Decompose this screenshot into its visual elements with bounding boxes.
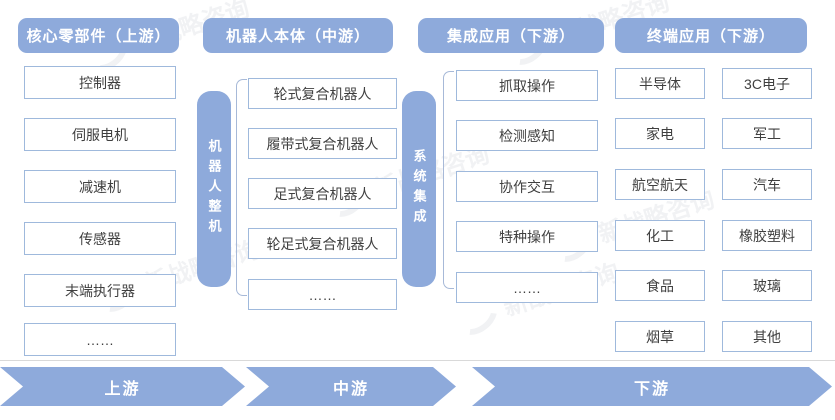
item-automotive: 汽车 [722,169,812,200]
item-wheeled-composite-robot: 轮式复合机器人 [248,78,397,109]
flow-arrow-downstream: 下游 [472,367,832,406]
item-ellipsis: …… [24,323,176,356]
header-end-application: 终端应用（下游） [615,18,807,53]
item-rubber-plastics: 橡胶塑料 [722,220,812,251]
item-aerospace: 航空航天 [615,169,705,200]
item-end-effector: 末端执行器 [24,274,176,307]
item-servo-motor: 伺服电机 [24,118,176,151]
item-ellipsis: …… [248,279,397,310]
bracket-robot-body [236,79,247,296]
flow-arrow-label: 上游 [104,380,141,398]
item-other: 其他 [722,321,812,352]
item-tracked-composite-robot: 履带式复合机器人 [248,128,397,159]
item-sensor: 传感器 [24,222,176,255]
item-detection-sensing: 检测感知 [456,120,598,151]
flow-arrow-upstream: 上游 [0,367,245,406]
item-special-operation: 特种操作 [456,221,598,252]
header-robot-body: 机器人本体（中游） [203,18,393,53]
header-integrated-application: 集成应用（下游） [418,18,604,53]
bracket-integrated-application [443,71,454,289]
item-legged-composite-robot: 足式复合机器人 [248,178,397,209]
item-reducer: 减速机 [24,170,176,203]
item-chemical: 化工 [615,220,705,251]
item-semiconductor: 半导体 [615,68,705,99]
item-tobacco: 烟草 [615,321,705,352]
item-collaborative-interaction: 协作交互 [456,171,598,202]
item-ellipsis: …… [456,272,598,303]
item-wheel-legged-composite-robot: 轮足式复合机器人 [248,228,397,259]
item-3c-electronics: 3C电子 [722,68,812,99]
bar-robot-complete-machine: 机器人整机 [197,91,231,287]
item-home-appliance: 家电 [615,118,705,149]
flow-arrow-midstream: 中游 [246,367,456,406]
item-glass: 玻璃 [722,270,812,301]
bar-system-integration: 系统集成 [402,91,436,287]
item-controller: 控制器 [24,66,176,99]
header-core-components: 核心零部件（上游） [18,18,179,53]
item-military: 军工 [722,118,812,149]
flow-arrow-label: 中游 [332,380,369,398]
item-food: 食品 [615,270,705,301]
item-grasping-operation: 抓取操作 [456,70,598,101]
flow-divider-line [0,360,835,361]
flow-arrow-label: 下游 [633,380,670,398]
